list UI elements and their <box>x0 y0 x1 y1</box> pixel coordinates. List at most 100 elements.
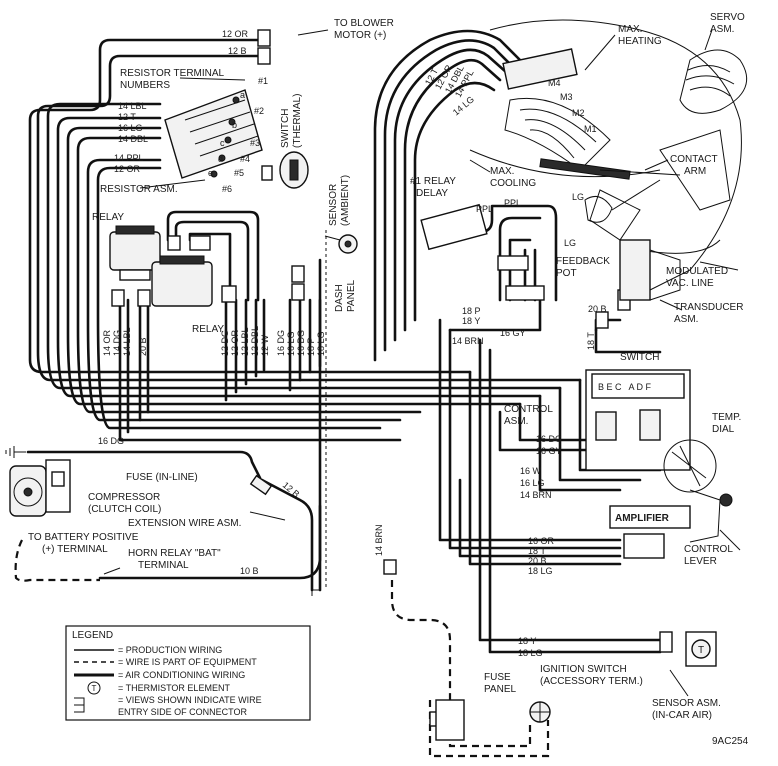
vwire-label: 16 DG <box>276 330 286 356</box>
wire-label: PPL <box>504 198 521 208</box>
wire-label: 18 T <box>528 546 546 556</box>
label-contact-arm: CONTACT <box>670 154 718 165</box>
label-fuse-inline: FUSE (IN-LINE) <box>126 472 198 483</box>
label-ignition-switch-2: (ACCESSORY TERM.) <box>540 676 643 687</box>
wire-label: 14 BRN <box>520 490 552 500</box>
label-horn-relay-2: TERMINAL <box>138 560 189 571</box>
wire-label: 12 OR <box>114 164 141 174</box>
wire-label: 20 B <box>528 556 547 566</box>
wire-label: 12 T <box>118 112 136 122</box>
vwire-label: 16 DG <box>296 330 306 356</box>
figure-id: 9AC254 <box>712 736 749 747</box>
terminal-1: #1 <box>258 76 268 86</box>
vacuum-port-m4: M4 <box>548 78 561 88</box>
terminal-3: #3 <box>250 138 260 148</box>
label-fuse-panel-2: PANEL <box>484 684 516 695</box>
inline-fuse <box>249 474 273 496</box>
label-switch-main: SWITCH <box>620 352 659 363</box>
wire-label: 14 LG <box>451 94 476 117</box>
label-sensor-ambient-2: (AMBIENT) <box>340 175 351 226</box>
legend-item: = AIR CONDITIONING WIRING <box>118 670 245 680</box>
wire-label: 18 LG <box>518 648 543 658</box>
component-labels: TO BLOWER MOTOR (+) MAX. HEATING SERVO A… <box>28 12 749 747</box>
label-control-asm: CONTROL <box>504 404 553 415</box>
vacuum-port-m2: M2 <box>572 108 585 118</box>
label-compressor-2: (CLUTCH COIL) <box>88 504 161 515</box>
label-to-blower: TO BLOWER <box>334 18 394 29</box>
label-relay-delay: #1 RELAY <box>410 176 456 187</box>
resistor-terminal-tags: #1 #2 #3 #4 #5 #6 a b c d e <box>208 76 268 194</box>
thermal-switch <box>279 151 309 189</box>
wire-label: 18 Y <box>462 316 480 326</box>
terminal-5: #5 <box>234 168 244 178</box>
legend-title: LEGEND <box>72 630 113 641</box>
legend-box: LEGEND T = PRODUCTION WIRING = WIRE IS P… <box>65 625 311 721</box>
leader-lines <box>103 29 741 697</box>
wire-label: 16 LG <box>118 123 143 133</box>
wire-label: 12 OR <box>222 29 249 39</box>
ignition-switch <box>529 701 551 723</box>
vwire-label: 14 LBL <box>122 327 132 356</box>
feedback-pot <box>584 179 661 223</box>
label-servo-2: ASM. <box>710 24 734 35</box>
label-to-battery: TO BATTERY POSITIVE <box>28 532 139 543</box>
vacuum-port-m1: M1 <box>584 124 597 134</box>
label-servo: SERVO <box>710 12 745 23</box>
label-relay-delay-2: DELAY <box>416 188 448 199</box>
wire-label: LG <box>564 238 576 248</box>
vwire-label: 18 P <box>306 337 316 356</box>
wire-labels: 12 OR 12 B 14 LBL 12 T 16 LG 14 DBL 14 P… <box>98 29 607 658</box>
svg-text:T: T <box>92 684 97 693</box>
label-compressor: COMPRESSOR <box>88 492 160 503</box>
vwire-label: 16 LG <box>286 331 296 356</box>
label-horn-relay: HORN RELAY "BAT" <box>128 548 221 559</box>
wire-label: 14 PPL <box>114 153 144 163</box>
vwire-label: 18 LG <box>316 331 326 356</box>
vertical-wire-labels: 14 OR 14 DG 14 LBL 20 B 12 DG 12 OR 12 L… <box>102 326 326 356</box>
label-max-cooling: MAX. <box>490 166 514 177</box>
wire-label: 16 DG <box>98 436 124 446</box>
svg-text:T: T <box>698 645 704 656</box>
label-dash-panel: DASH <box>334 284 345 312</box>
legend-item: = PRODUCTION WIRING <box>118 645 222 655</box>
label-max-heating-2: HEATING <box>618 36 662 47</box>
resistor-letter-c: c <box>220 138 225 148</box>
label-switch-thermal-2: (THERMAL) <box>292 94 303 148</box>
label-to-battery-2: (+) TERMINAL <box>42 544 108 555</box>
resistor-letter-b: b <box>232 120 237 130</box>
legend-item: = VIEWS SHOWN INDICATE WIRE <box>118 695 262 705</box>
label-extension-wire: EXTENSION WIRE ASM. <box>128 518 241 529</box>
wire-label: 16 LG <box>520 478 545 488</box>
resistor-letter-a: a <box>240 90 245 100</box>
label-resistor-asm: RESISTOR ASM. <box>100 184 178 195</box>
wire-label: 16 OR <box>528 536 555 546</box>
label-relay-bottom: RELAY <box>192 324 224 335</box>
label-sensor-in-car-2: (IN-CAR AIR) <box>652 710 712 721</box>
label-resistor-terminal-2: NUMBERS <box>120 80 170 91</box>
label-temp-dial: TEMP. <box>712 412 741 423</box>
label-modulated-vac: MODULATED <box>666 266 728 277</box>
label-relay-top: RELAY <box>92 212 124 223</box>
vwire-label: 14 OR <box>102 329 112 356</box>
label-transducer-2: ASM. <box>674 314 698 325</box>
label-amplifier: AMPLIFIER <box>615 513 670 524</box>
legend-item: ENTRY SIDE OF CONNECTOR <box>118 707 248 717</box>
legend-item: = THERMISTOR ELEMENT <box>118 683 230 693</box>
fuse-panel <box>435 699 465 741</box>
wire-label: 14 DBL <box>118 134 148 144</box>
vwire-label: 12 LBL <box>240 327 250 356</box>
label-feedback-pot-2: POT <box>556 268 577 279</box>
wire-label: 20 B <box>588 304 607 314</box>
wire-label: 18 Y <box>518 636 536 646</box>
label-sensor-in-car: SENSOR ASM. <box>652 698 721 709</box>
wire-label: 16 GY <box>536 446 562 456</box>
legend-item: = WIRE IS PART OF EQUIPMENT <box>118 657 257 667</box>
servo-assembly <box>469 19 748 291</box>
label-max-cooling-2: COOLING <box>490 178 536 189</box>
amplifier-box <box>609 505 691 529</box>
vwire-label: 12 DG <box>220 330 230 356</box>
wire-label: 18 LG <box>528 566 553 576</box>
wire-label: 16 GY <box>500 328 526 338</box>
label-to-blower-2: MOTOR (+) <box>334 30 386 41</box>
resistor-letter-d: d <box>218 154 223 164</box>
